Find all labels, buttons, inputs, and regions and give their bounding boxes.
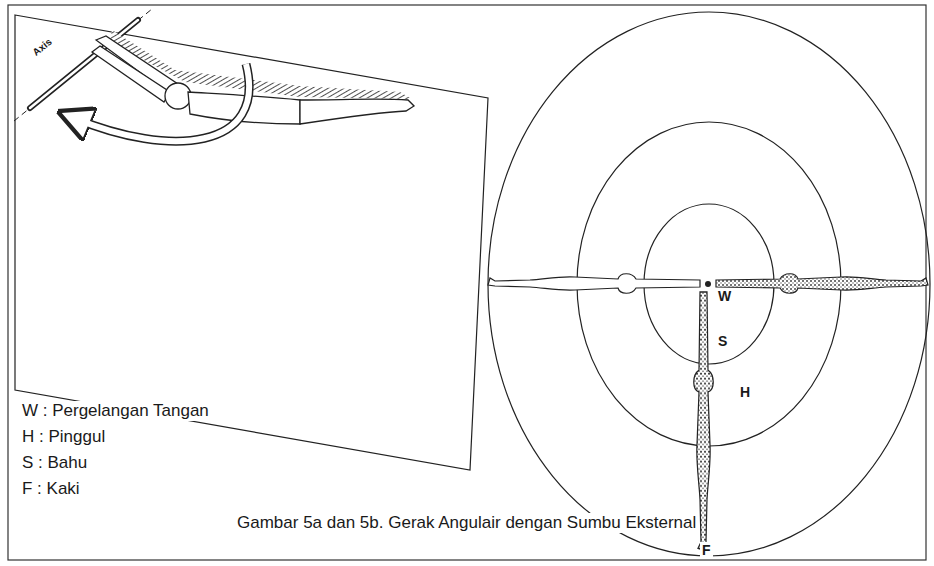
point-label: W	[716, 288, 733, 304]
legend-text: F : Kaki	[20, 479, 82, 499]
legend-text: S : Bahu	[20, 453, 89, 473]
figure-left	[488, 274, 700, 294]
rotation-arrow-inner	[74, 64, 249, 141]
axis-label: Axis	[30, 36, 54, 58]
figure-down	[694, 292, 714, 551]
axis-point	[705, 281, 711, 287]
point-label: F	[700, 542, 713, 558]
figure-caption: Gambar 5a dan 5b. Gerak Angulair dengan …	[235, 513, 698, 533]
outer-circle	[488, 12, 930, 556]
rotation-arrow	[74, 64, 249, 141]
plane	[15, 15, 488, 470]
legend-text: H : Pinggul	[20, 427, 107, 447]
point-label: S	[716, 333, 729, 349]
figure-right	[716, 274, 928, 294]
point-label: H	[738, 384, 752, 400]
legend-text: W : Pergelangan Tangan	[20, 401, 211, 421]
